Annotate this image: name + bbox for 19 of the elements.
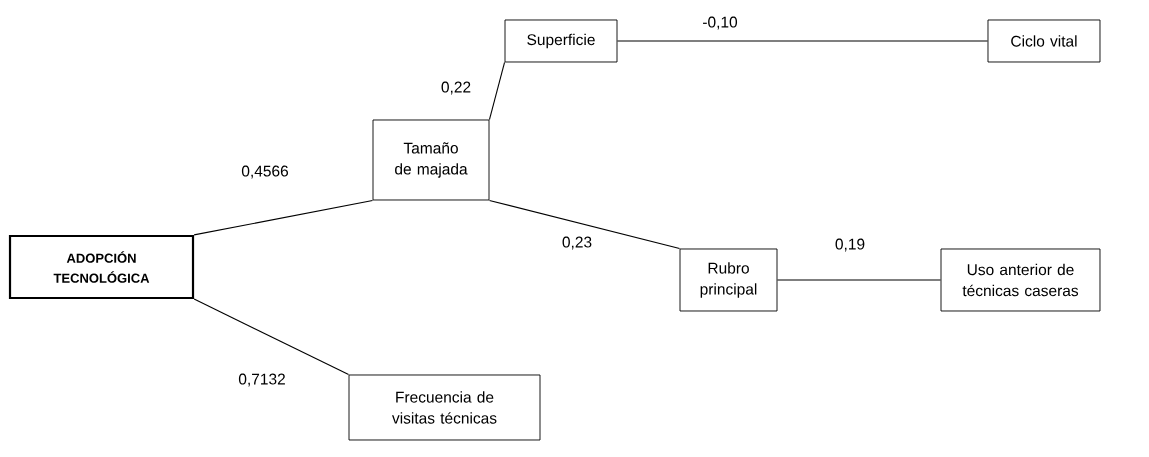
connector-line bbox=[488, 61, 506, 121]
box: Ciclo vital bbox=[987, 19, 1101, 63]
edge-label: 0,4566 bbox=[240, 164, 290, 180]
edge-label: 0,19 bbox=[833, 237, 867, 253]
edge-label: 0,22 bbox=[439, 80, 473, 96]
connector-line bbox=[616, 40, 989, 42]
box: Uso anterior de técnicas caseras bbox=[940, 248, 1101, 312]
edge-label: 0,7132 bbox=[237, 372, 287, 388]
box: Tamaño de majada bbox=[372, 119, 490, 201]
connector-line bbox=[193, 298, 350, 376]
edge-label: -0,10 bbox=[701, 15, 739, 31]
connector-line bbox=[488, 199, 681, 250]
edge-label: 0,23 bbox=[560, 235, 594, 251]
box: Frecuencia de visitas técnicas bbox=[348, 374, 541, 441]
box: ADOPCIÓN TECNOLÓGICA bbox=[8, 234, 195, 300]
connector-line bbox=[193, 199, 374, 236]
connector-line bbox=[776, 279, 942, 281]
box: Rubro principal bbox=[679, 248, 778, 312]
box: Superficie bbox=[504, 19, 618, 63]
